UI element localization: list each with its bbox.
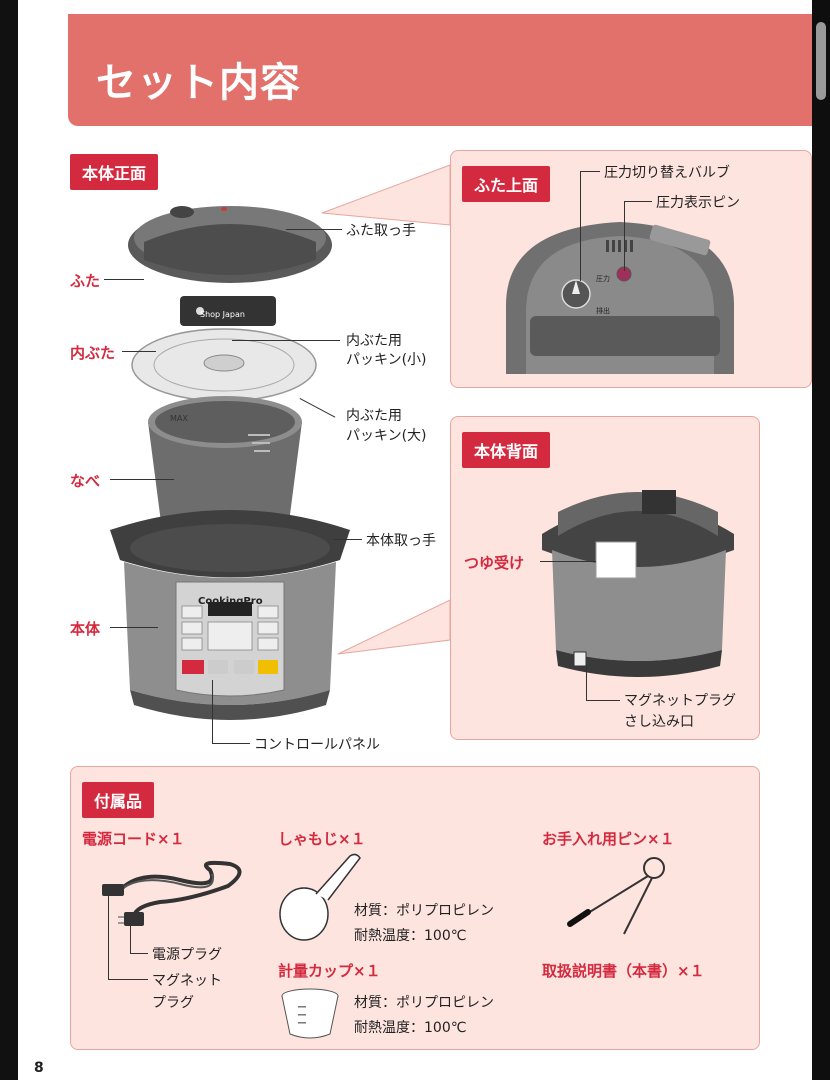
leader-lid-handle: [286, 229, 342, 230]
paddle-material: 材質：ポリプロピレン: [354, 903, 494, 919]
leader-power-plug-v: [130, 926, 131, 953]
item-measuring-cup: 計量カップ×１: [278, 962, 381, 980]
leader-inner-lid: [122, 351, 156, 352]
cleaning-pin-illustration: [567, 857, 665, 935]
item-cleaning-pin: お手入れ用ピン×１: [542, 830, 675, 848]
section-back-badge: 本体背面: [462, 432, 551, 468]
page-number: 8: [34, 1060, 44, 1076]
leader-plug-socket-v: [586, 666, 587, 700]
label-plug-socket-1: マグネットプラグ: [624, 693, 736, 709]
cooker-front-illustration: [110, 206, 350, 720]
leader-power-plug-h: [130, 953, 148, 954]
leader-body-handle: [334, 539, 362, 540]
label-packing-small-2: パッキン(小): [346, 352, 427, 368]
leader-pressure-pin-h: [624, 201, 652, 202]
leader-lid: [104, 279, 144, 280]
lid-brand-text: Shop Japan: [200, 310, 245, 319]
leader-magnet-plug-h: [108, 979, 148, 980]
leader-control-panel-v: [212, 680, 213, 743]
scrollbar[interactable]: [812, 0, 830, 1080]
label-lid: ふた: [70, 272, 101, 290]
title-band: [68, 14, 812, 126]
rice-paddle-illustration: [279, 853, 361, 941]
section-accessories-badge: 付属品: [82, 782, 155, 818]
label-packing-large-1: 内ぶた用: [346, 408, 402, 424]
label-pot: なべ: [70, 472, 101, 490]
item-rice-paddle: しゃもじ×１: [278, 830, 366, 848]
leader-control-panel-h: [212, 743, 250, 744]
paddle-heat: 耐熱温度：100℃: [354, 928, 467, 944]
scrollbar-thumb[interactable]: [816, 22, 826, 100]
label-inner-lid: 内ぶた: [70, 344, 116, 362]
label-packing-small-1: 内ぶた用: [346, 333, 402, 349]
leader-packing-small: [232, 340, 340, 341]
leader-plug-socket-h: [586, 700, 620, 701]
section-front-badge: 本体正面: [70, 154, 159, 190]
cooker-back-illustration: [542, 490, 734, 677]
label-packing-large-2: パッキン(大): [346, 428, 427, 444]
item-manual: 取扱説明書（本書）×１: [542, 962, 705, 980]
valve-release-text: 排出: [596, 307, 610, 315]
label-pressure-valve: 圧力切り替えバルブ: [604, 165, 730, 181]
leader-body: [110, 627, 158, 628]
label-magnet-plug-1: マグネット: [152, 973, 222, 989]
valve-pressure-text: 圧力: [596, 275, 610, 283]
pot-max-text: MAX: [170, 414, 188, 423]
item-power-cord: 電源コード×１: [82, 830, 185, 848]
label-lid-handle: ふた取っ手: [346, 223, 416, 239]
label-control-panel: コントロールパネル: [254, 737, 380, 753]
cup-material: 材質：ポリプロピレン: [354, 995, 494, 1011]
measuring-cup-illustration: [281, 988, 339, 1039]
leader-pressure-pin-v: [624, 201, 625, 271]
accessories-panel: [70, 766, 760, 1050]
leader-pressure-valve-h: [580, 171, 600, 172]
label-body: 本体: [70, 620, 101, 638]
leader-drip-tray: [540, 561, 596, 562]
power-cord-illustration: [102, 860, 242, 926]
label-magnet-plug-2: プラグ: [152, 995, 194, 1011]
panel-brand-text: CookingPro: [198, 596, 263, 607]
cup-heat: 耐熱温度：100℃: [354, 1020, 467, 1036]
label-power-plug: 電源プラグ: [152, 947, 222, 963]
label-body-handle: 本体取っ手: [366, 533, 436, 549]
leader-pot: [110, 479, 174, 480]
label-pressure-pin: 圧力表示ピン: [656, 195, 740, 211]
section-lid-top-badge: ふた上面: [462, 166, 551, 202]
label-plug-socket-2: さし込み口: [624, 714, 694, 730]
leader-magnet-plug-v: [108, 896, 109, 979]
page-title: セット内容: [96, 60, 301, 106]
label-drip-tray: つゆ受け: [464, 554, 525, 572]
leader-pressure-valve-v: [580, 171, 581, 281]
lid-top-illustration: [505, 222, 735, 374]
